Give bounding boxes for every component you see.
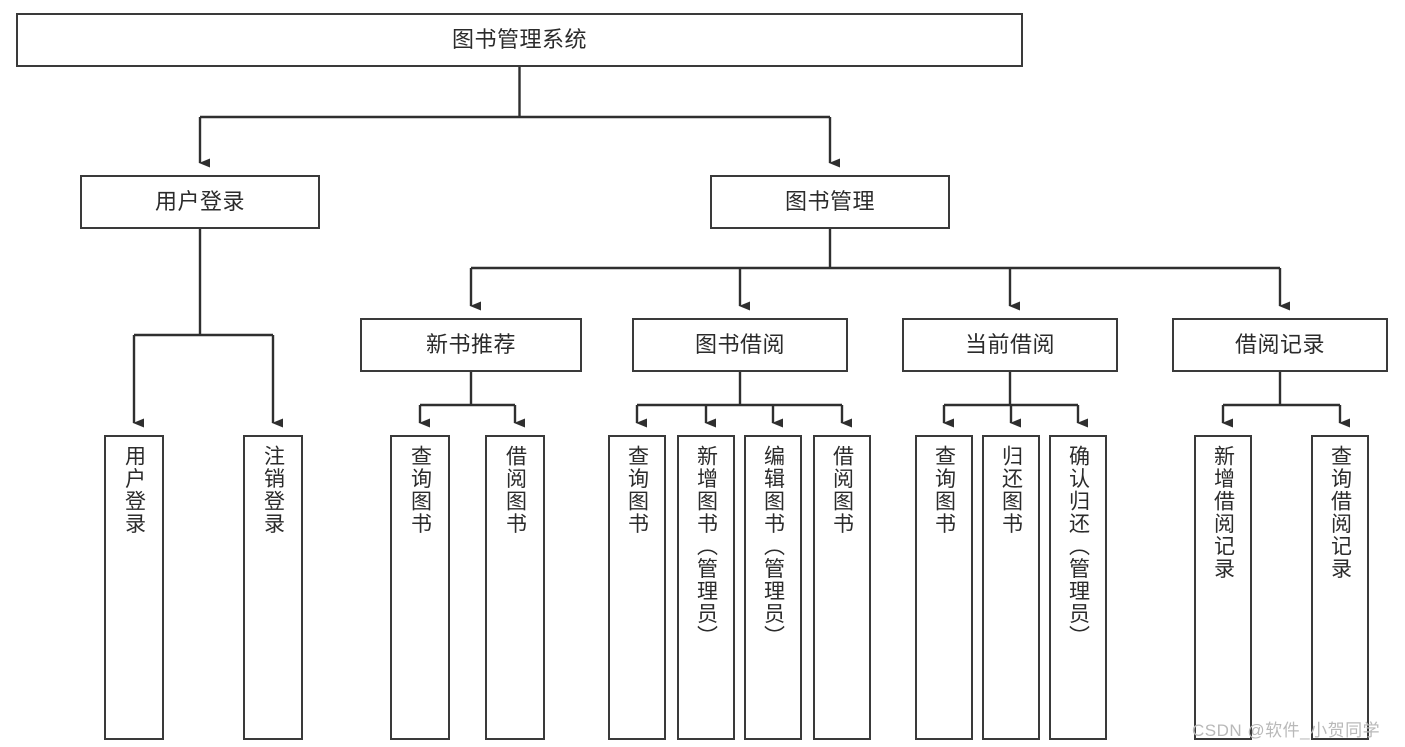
node-leaf-确认归还管理员[interactable]: 确认归还（管理员）: [1049, 435, 1107, 740]
node-leaf-新增图书管理员[interactable]: 新增图书（管理员）: [677, 435, 735, 740]
node-label: 用户登录: [154, 189, 245, 215]
node-label: 查询图书: [625, 445, 649, 535]
node-label: 图书管理: [784, 189, 875, 215]
node-label: 借阅记录: [1234, 332, 1325, 358]
edge-bus: [944, 372, 1078, 407]
node-leaf-查询借阅记录[interactable]: 查询借阅记录: [1311, 435, 1369, 740]
node-leaf-注销登录[interactable]: 注销登录: [243, 435, 303, 740]
csdn-watermark: CSDN @软件_小贺同学: [1192, 721, 1381, 740]
node-leaf-用户登录[interactable]: 用户登录: [104, 435, 164, 740]
node-label: 借阅图书: [503, 445, 527, 535]
node-l3-图书借阅[interactable]: 图书借阅: [632, 318, 848, 372]
node-leaf-借阅图书[interactable]: 借阅图书: [485, 435, 545, 740]
node-leaf-借阅图书[interactable]: 借阅图书: [813, 435, 871, 740]
node-l3-借阅记录[interactable]: 借阅记录: [1172, 318, 1388, 372]
node-leaf-新增借阅记录[interactable]: 新增借阅记录: [1194, 435, 1252, 740]
node-l2-图书管理[interactable]: 图书管理: [710, 175, 950, 229]
node-l2-用户登录[interactable]: 用户登录: [80, 175, 320, 229]
node-label: 借阅图书: [830, 445, 854, 535]
node-l3-新书推荐[interactable]: 新书推荐: [360, 318, 582, 372]
node-root-图书管理系统[interactable]: 图书管理系统: [16, 13, 1023, 67]
node-label: 图书管理系统: [451, 27, 587, 53]
node-label: 用户登录: [122, 445, 146, 535]
node-leaf-编辑图书管理员[interactable]: 编辑图书（管理员）: [744, 435, 802, 740]
node-label: 查询图书: [408, 445, 432, 535]
node-label: 图书借阅: [694, 332, 785, 358]
node-label: 确认归还（管理员）: [1066, 445, 1090, 648]
edge-bus: [134, 229, 273, 337]
edge-bus: [1223, 372, 1340, 407]
node-label: 注销登录: [261, 445, 285, 535]
node-label: 编辑图书（管理员）: [761, 445, 785, 648]
node-label: 新书推荐: [425, 332, 516, 358]
node-leaf-查询图书[interactable]: 查询图书: [608, 435, 666, 740]
node-label: 查询图书: [932, 445, 956, 535]
node-leaf-查询图书[interactable]: 查询图书: [390, 435, 450, 740]
node-l3-当前借阅[interactable]: 当前借阅: [902, 318, 1118, 372]
node-label: 当前借阅: [964, 332, 1055, 358]
edge-bus: [420, 372, 515, 407]
node-label: 归还图书: [999, 445, 1023, 535]
edge-bus: [471, 229, 1280, 270]
edge-bus: [637, 372, 842, 407]
node-label: 新增图书（管理员）: [694, 445, 718, 648]
edge-bus: [200, 67, 830, 119]
node-leaf-归还图书[interactable]: 归还图书: [982, 435, 1040, 740]
node-label: 新增借阅记录: [1211, 445, 1235, 580]
node-label: 查询借阅记录: [1328, 445, 1352, 580]
node-leaf-查询图书[interactable]: 查询图书: [915, 435, 973, 740]
